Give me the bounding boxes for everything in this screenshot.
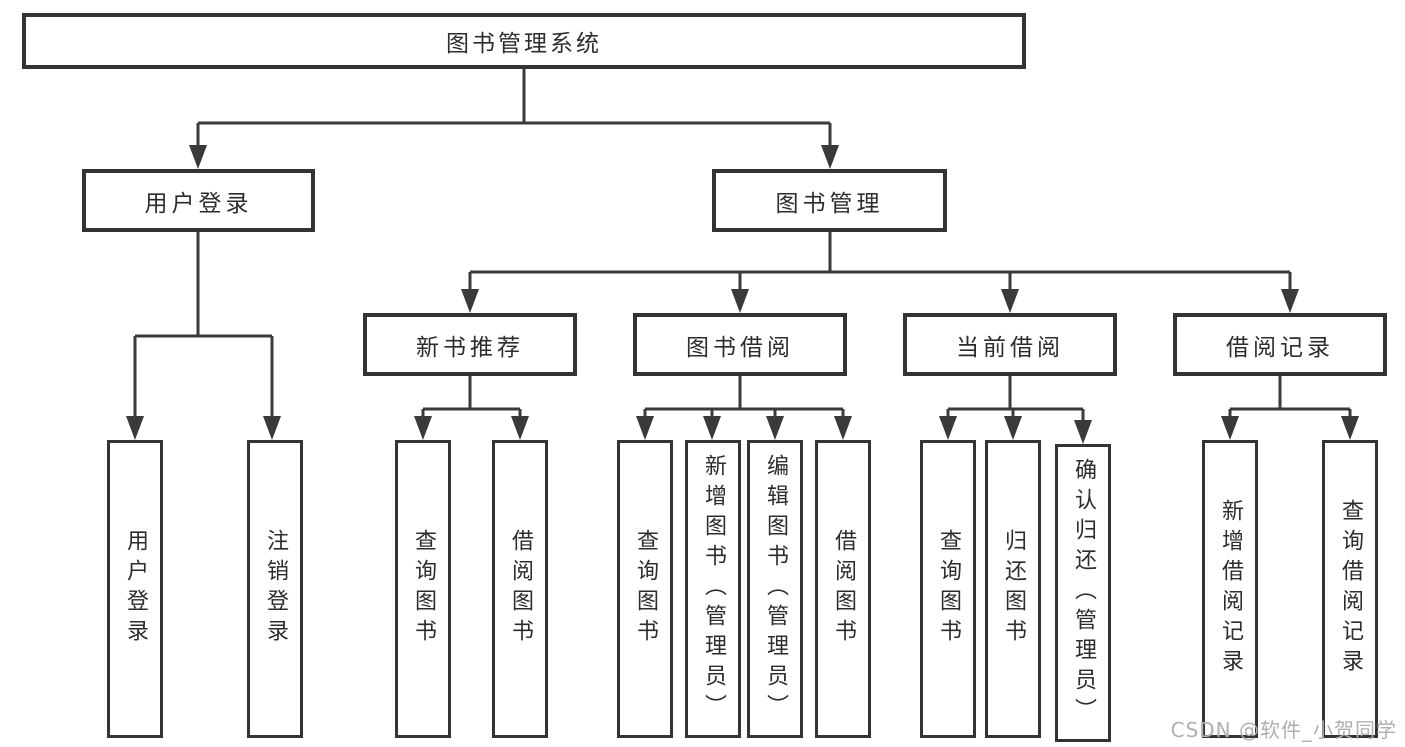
arrowhead-icon (766, 416, 784, 440)
leaf-borrow-books-recommend-label: 借阅图书 (508, 529, 533, 649)
connector-path (643, 376, 845, 421)
box-book-management-label: 图书管理 (775, 190, 884, 217)
arrowhead-icon (636, 416, 654, 440)
leaf-logout-label: 注销登录 (263, 529, 288, 649)
arrowhead-icon (1001, 289, 1019, 313)
leaf-edit-book-admin-label: 编辑图书（管理员） (763, 454, 788, 724)
connector-path (421, 376, 522, 421)
arrowhead-icon (939, 416, 957, 440)
leaf-return-books-label: 归还图书 (1001, 529, 1026, 649)
arrowhead-icon (511, 416, 529, 440)
connector-path (133, 232, 274, 421)
csdn-watermark: CSDN @软件_小贺同学 (1170, 718, 1397, 742)
leaf-add-borrow-record-label: 新增借阅记录 (1218, 499, 1243, 679)
leaf-edit-book-admin: 编辑图书（管理员） (747, 440, 803, 738)
leaf-query-books-current: 查询图书 (920, 440, 976, 738)
arrowhead-icon (821, 145, 839, 169)
connector-path (468, 232, 1292, 294)
arrowhead-icon (703, 416, 721, 440)
arrowhead-icon (834, 416, 852, 440)
root-box-label: 图书管理系统 (446, 31, 602, 57)
leaf-confirm-return-admin: 确认归还（管理员） (1055, 444, 1111, 742)
leaf-query-books-borrowing-label: 查询图书 (633, 529, 658, 649)
connector-path (946, 376, 1085, 425)
arrowhead-icon (1341, 416, 1359, 440)
connector-borrowing-records-to-leaves (1221, 376, 1359, 440)
leaf-return-books: 归还图书 (985, 440, 1041, 738)
box-current-borrowing-label: 当前借阅 (956, 334, 1064, 361)
arrowhead-icon (461, 289, 479, 313)
arrowhead-icon (1221, 416, 1239, 440)
arrowhead-icon (1074, 420, 1092, 444)
arrowhead-icon (189, 145, 207, 169)
leaf-query-books-borrowing: 查询图书 (617, 440, 673, 738)
box-user-login-label: 用户登录 (144, 190, 253, 217)
leaf-query-books-recommend-label: 查询图书 (411, 529, 436, 649)
box-current-borrowing: 当前借阅 (903, 313, 1117, 376)
arrowhead-icon (263, 416, 281, 440)
arrowhead-icon (1004, 416, 1022, 440)
connector-root-to-level2 (189, 69, 839, 169)
leaf-query-books-current-label: 查询图书 (936, 529, 961, 649)
connector-path (196, 69, 832, 150)
box-book-borrowing: 图书借阅 (633, 313, 847, 376)
arrowhead-icon (414, 416, 432, 440)
box-book-management: 图书管理 (712, 169, 947, 232)
leaf-query-borrow-record: 查询借阅记录 (1322, 440, 1378, 738)
leaf-user-login-label: 用户登录 (123, 529, 148, 649)
box-book-borrowing-label: 图书借阅 (686, 334, 794, 361)
box-borrowing-records-label: 借阅记录 (1226, 334, 1334, 361)
box-borrowing-records: 借阅记录 (1173, 313, 1387, 376)
leaf-add-book-admin: 新增图书（管理员） (685, 440, 741, 738)
arrowhead-icon (126, 416, 144, 440)
leaf-query-borrow-record-label: 查询借阅记录 (1338, 499, 1363, 679)
leaf-query-books-recommend: 查询图书 (395, 440, 451, 738)
leaf-borrow-books-recommend: 借阅图书 (492, 440, 548, 738)
connector-book-borrowing-to-leaves (636, 376, 852, 440)
arrowhead-icon (731, 289, 749, 313)
leaf-borrow-books-borrowing: 借阅图书 (815, 440, 871, 738)
arrowhead-icon (1281, 289, 1299, 313)
box-new-book-recommend: 新书推荐 (363, 313, 577, 376)
leaf-confirm-return-admin-label: 确认归还（管理员） (1071, 458, 1096, 728)
connector-book-management-to-level3 (461, 232, 1299, 313)
leaf-add-borrow-record: 新增借阅记录 (1202, 440, 1258, 738)
box-user-login: 用户登录 (82, 169, 315, 232)
connector-current-borrowing-to-leaves (939, 376, 1092, 444)
connector-user-login-to-leaves (126, 232, 281, 440)
box-new-book-recommend-label: 新书推荐 (416, 334, 524, 361)
leaf-add-book-admin-label: 新增图书（管理员） (701, 454, 726, 724)
leaf-borrow-books-borrowing-label: 借阅图书 (831, 529, 856, 649)
connector-path (1228, 376, 1352, 421)
leaf-user-login: 用户登录 (107, 440, 163, 738)
connector-new-book-recommend-to-leaves (414, 376, 529, 440)
leaf-logout: 注销登录 (247, 440, 303, 738)
root-box-system-title: 图书管理系统 (22, 13, 1026, 69)
